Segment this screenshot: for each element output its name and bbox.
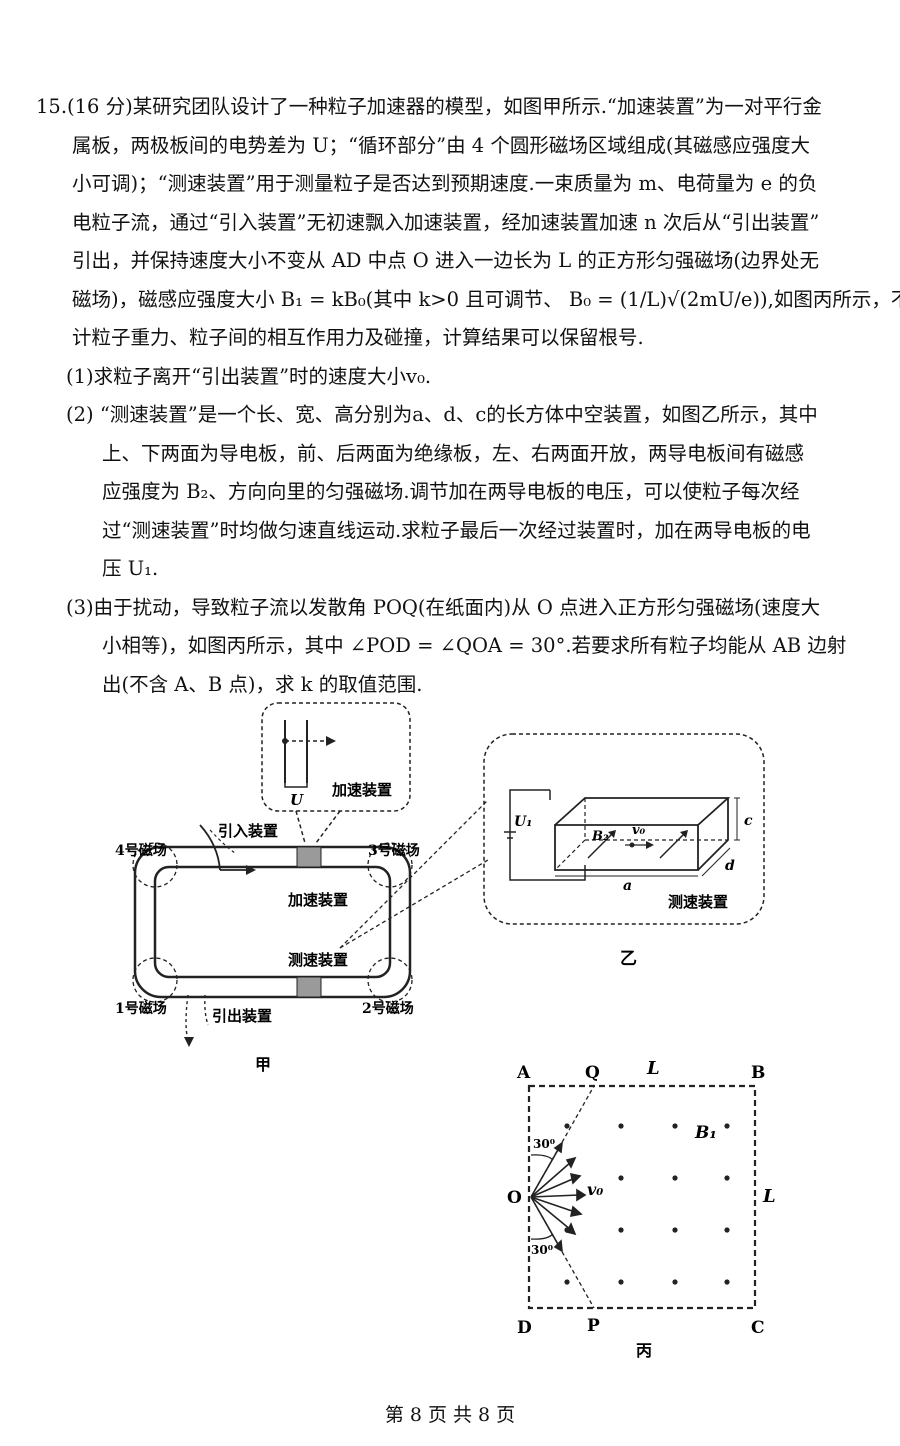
D-label: D [517,1318,532,1338]
speed-device-label: 测速装置 [668,893,728,911]
figure-jia: U 加速装置 引入装置 4号磁场 3号磁场 加速装置 测速装置 1号磁场 引出装… [115,702,420,1074]
figure-bing-caption: 丙 [636,1341,652,1360]
U1-label: U₁ [514,814,532,830]
para-line: 15.(16 分)某研究团队设计了一种粒子加速器的模型，如图甲所示.“加速装置”… [36,95,822,118]
A-label: A [516,1063,531,1083]
accel-label: 加速装置 [287,891,348,909]
outlet-label: 引出装置 [212,1007,272,1025]
para-line: 计粒子重力、粒子间的相互作用力及碰撞，计算结果可以保留根号. [72,326,644,349]
leader-lines [339,799,489,949]
para-line: 小相等)，如图丙所示，其中 ∠POD = ∠QOA = 30°.若要求所有粒子均… [102,634,847,657]
mag1-label: 1号磁场 [115,1000,167,1017]
C-label: C [751,1318,765,1338]
B2-label: B₂ [591,829,609,844]
figure-jia-caption: 甲 [255,1055,271,1074]
para-line: 上、下两面为导电板，前、后两面为绝缘板，左、右两面开放，两导电板间有磁感 [102,441,805,465]
velocity-fan [530,1141,587,1253]
para-line: 应强度为 B₂、方向向里的匀强磁场.调节加在两导电板的电压，可以使粒子每次经 [102,480,800,503]
field-dots [564,1123,730,1285]
page-footer: 第 8 页 共 8 页 [384,1404,516,1426]
L-right-label: L [762,1186,776,1207]
v0-label-bing: v₀ [587,1180,603,1199]
question-1: (1)求粒子离开“引出装置”时的速度大小v₀. [66,364,432,388]
c-label: c [744,813,753,829]
para-line: 过“测速装置”时均做匀速直线运动.求粒子最后一次经过装置时，加在两导电板的电 [102,518,811,542]
angle-top-label: 30⁰ [533,1137,555,1151]
O-label: O [507,1188,522,1208]
mag3-label: 3号磁场 [368,842,420,859]
question-2: (2) “测速装置”是一个长、宽、高分别为a、d、c的长方体中空装置，如图乙所示… [66,403,818,426]
question-3: (3)由于扰动，导致粒子流以发散角 POQ(在纸面内)从 O 点进入正方形匀强磁… [66,595,821,619]
para-line: 电粒子流，通过“引入装置”无初速飘入加速装置，经加速装置加速 n 次后从“引出装… [72,210,820,234]
accel-top-label: 加速装置 [331,781,392,799]
para-line: 属板，两极板间的电势差为 U；“循环部分”由 4 个圆形磁场区域组成(其磁感应强… [72,133,810,157]
para-line: 出(不含 A、B 点)，求 k 的取值范围. [102,672,423,696]
para-line: 小可调)；“测速装置”用于测量粒子是否达到预期速度.一束质量为 m、电荷量为 e… [72,172,818,195]
d-label: d [725,858,735,874]
v0-label-yi: v₀ [632,823,646,838]
L-top-label: L [646,1058,660,1079]
P-label: P [587,1316,600,1336]
U-label: U [290,791,304,809]
mag2-label: 2号磁场 [362,1000,414,1017]
angle-bot-label: 30⁰ [531,1243,553,1257]
inlet-label: 引入装置 [218,822,278,840]
para-line: 引出，并保持速度大小不变从 AD 中点 O 进入一边长为 L 的正方形匀强磁场(… [72,249,819,272]
B1-label: B₁ [694,1123,717,1143]
figure-yi: U₁ B₂ v₀ c d a 测速装置 乙 [483,733,765,969]
problem-text: 15.(16 分)某研究团队设计了一种粒子加速器的模型，如图甲所示.“加速装置”… [36,88,900,704]
figure-yi-caption: 乙 [620,949,637,969]
B-label: B [751,1063,765,1083]
speed-label: 测速装置 [288,951,348,969]
figure-bing: A Q L B B₁ L O v₀ 30⁰ 30⁰ D P C 丙 [507,1058,776,1360]
para-line: 压 U₁. [102,557,159,580]
mag4-label: 4号磁场 [115,842,167,859]
para-line: 磁场)，磁感应强度大小 B₁ = kB₀(其中 k>0 且可调节、 B₀ = (… [72,287,900,311]
Q-label: Q [585,1063,600,1083]
a-label: a [623,878,632,894]
